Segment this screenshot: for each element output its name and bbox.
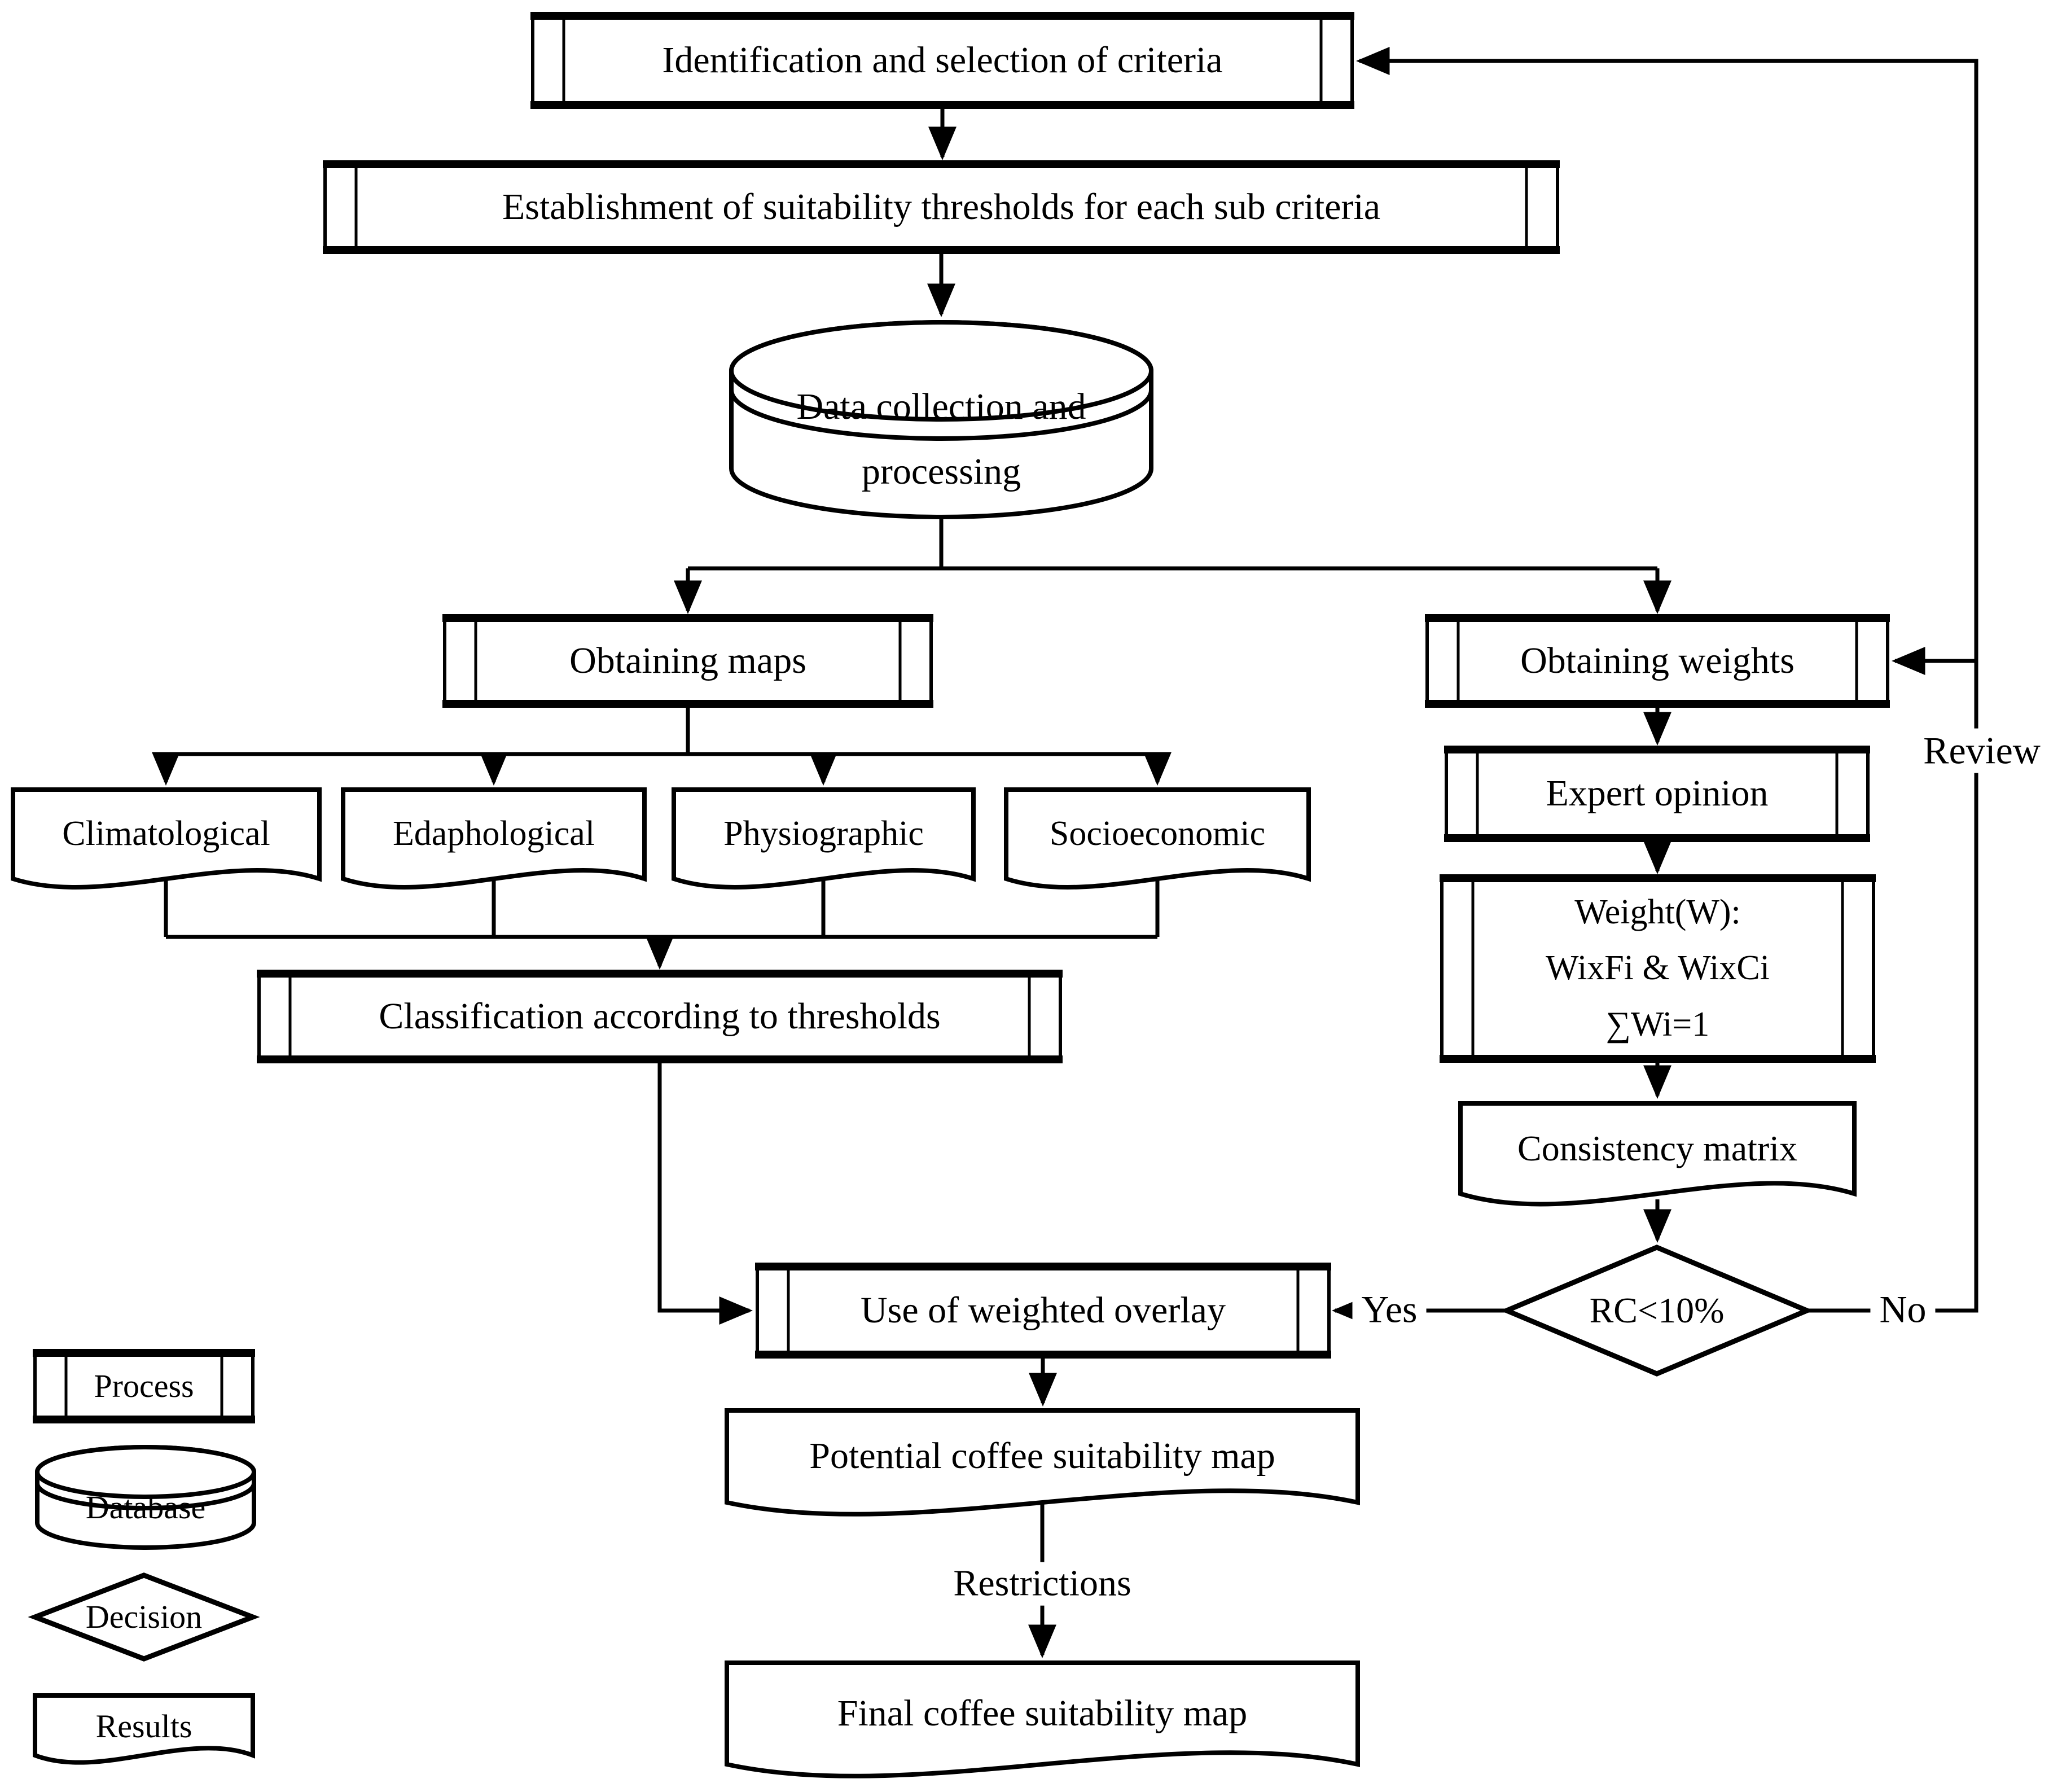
connector-criteria-docs-to-classification — [164, 880, 1160, 970]
final-map-document-shape — [725, 1660, 1360, 1778]
weighted-overlay-process-shape — [755, 1263, 1331, 1359]
weights-formula-process-shape — [1440, 874, 1876, 1063]
consistency-matrix-document-shape — [1458, 1101, 1857, 1207]
data-collection-database-shape — [729, 320, 1153, 519]
physiographic-document-shape — [672, 787, 976, 890]
socioeconomic-document-shape — [1004, 787, 1311, 890]
classification-process-shape — [257, 970, 1063, 1063]
edaphological-document-shape — [341, 787, 647, 890]
connector-maps-to-criteria-docs — [152, 704, 1172, 786]
expert-opinion-process-shape — [1444, 746, 1870, 842]
thresholds-process-shape — [323, 160, 1560, 254]
potential-map-document-shape — [725, 1408, 1360, 1517]
climatological-document-shape — [11, 787, 322, 890]
connector-data-collection-split — [674, 508, 1671, 614]
legend-process-shape — [33, 1349, 255, 1423]
legend-database-shape — [35, 1445, 256, 1550]
legend-decision-shape — [28, 1572, 260, 1662]
connector-classification-to-overlay — [657, 1059, 753, 1325]
rc-decision-diamond-shape — [1500, 1245, 1814, 1377]
legend-results-shape — [33, 1693, 255, 1765]
obtaining-maps-process-shape — [442, 614, 933, 708]
obtaining-weights-process-shape — [1425, 614, 1890, 708]
identification-process-shape — [530, 12, 1354, 109]
